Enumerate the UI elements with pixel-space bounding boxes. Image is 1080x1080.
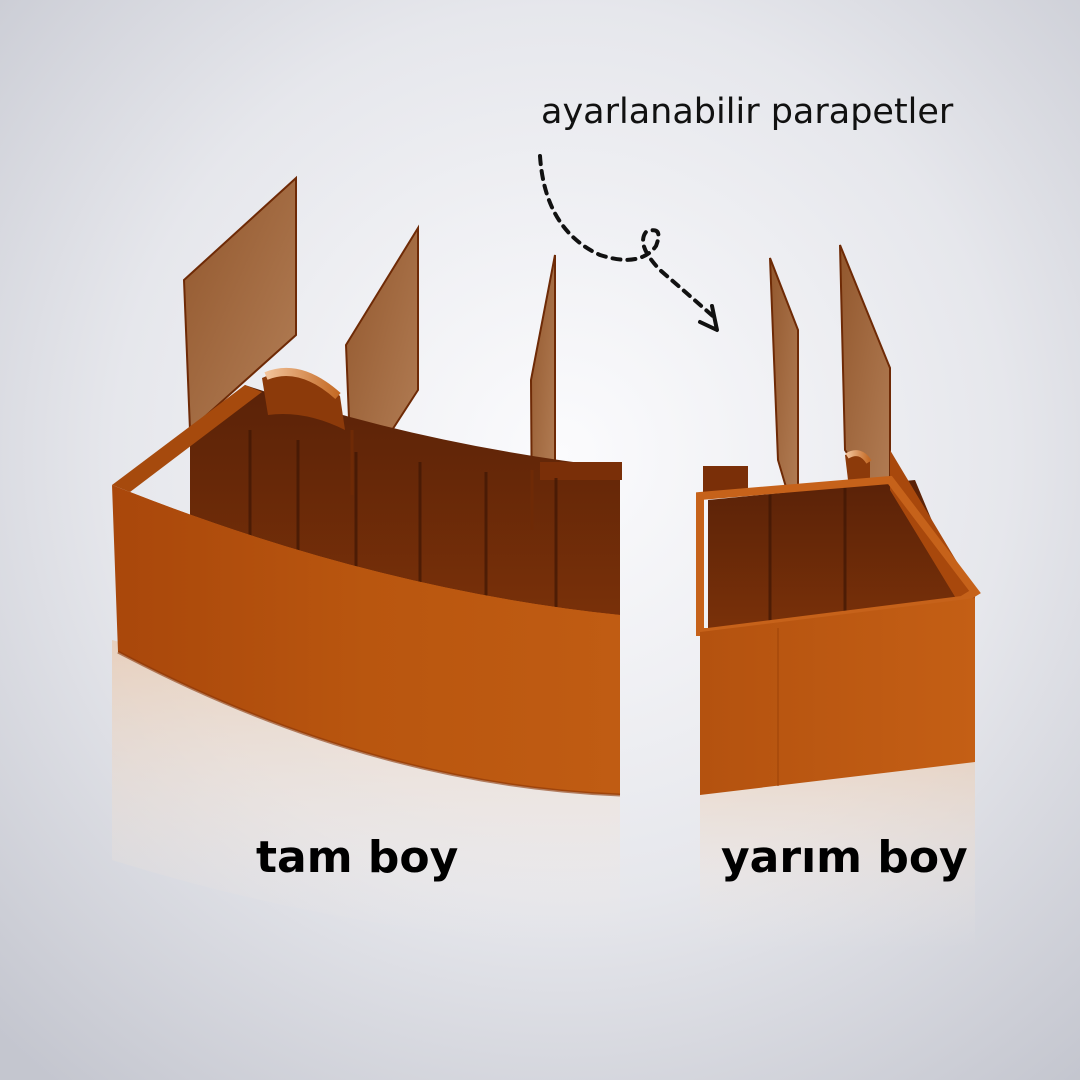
full-height-piece [112, 175, 622, 797]
half-height-piece [696, 244, 981, 795]
half-height-label: yarım boy [721, 832, 968, 883]
annotation-text: ayarlanabilir parapetler [541, 92, 954, 132]
full-height-label: tam boy [256, 832, 459, 883]
dashed-arrow-icon [538, 154, 717, 320]
